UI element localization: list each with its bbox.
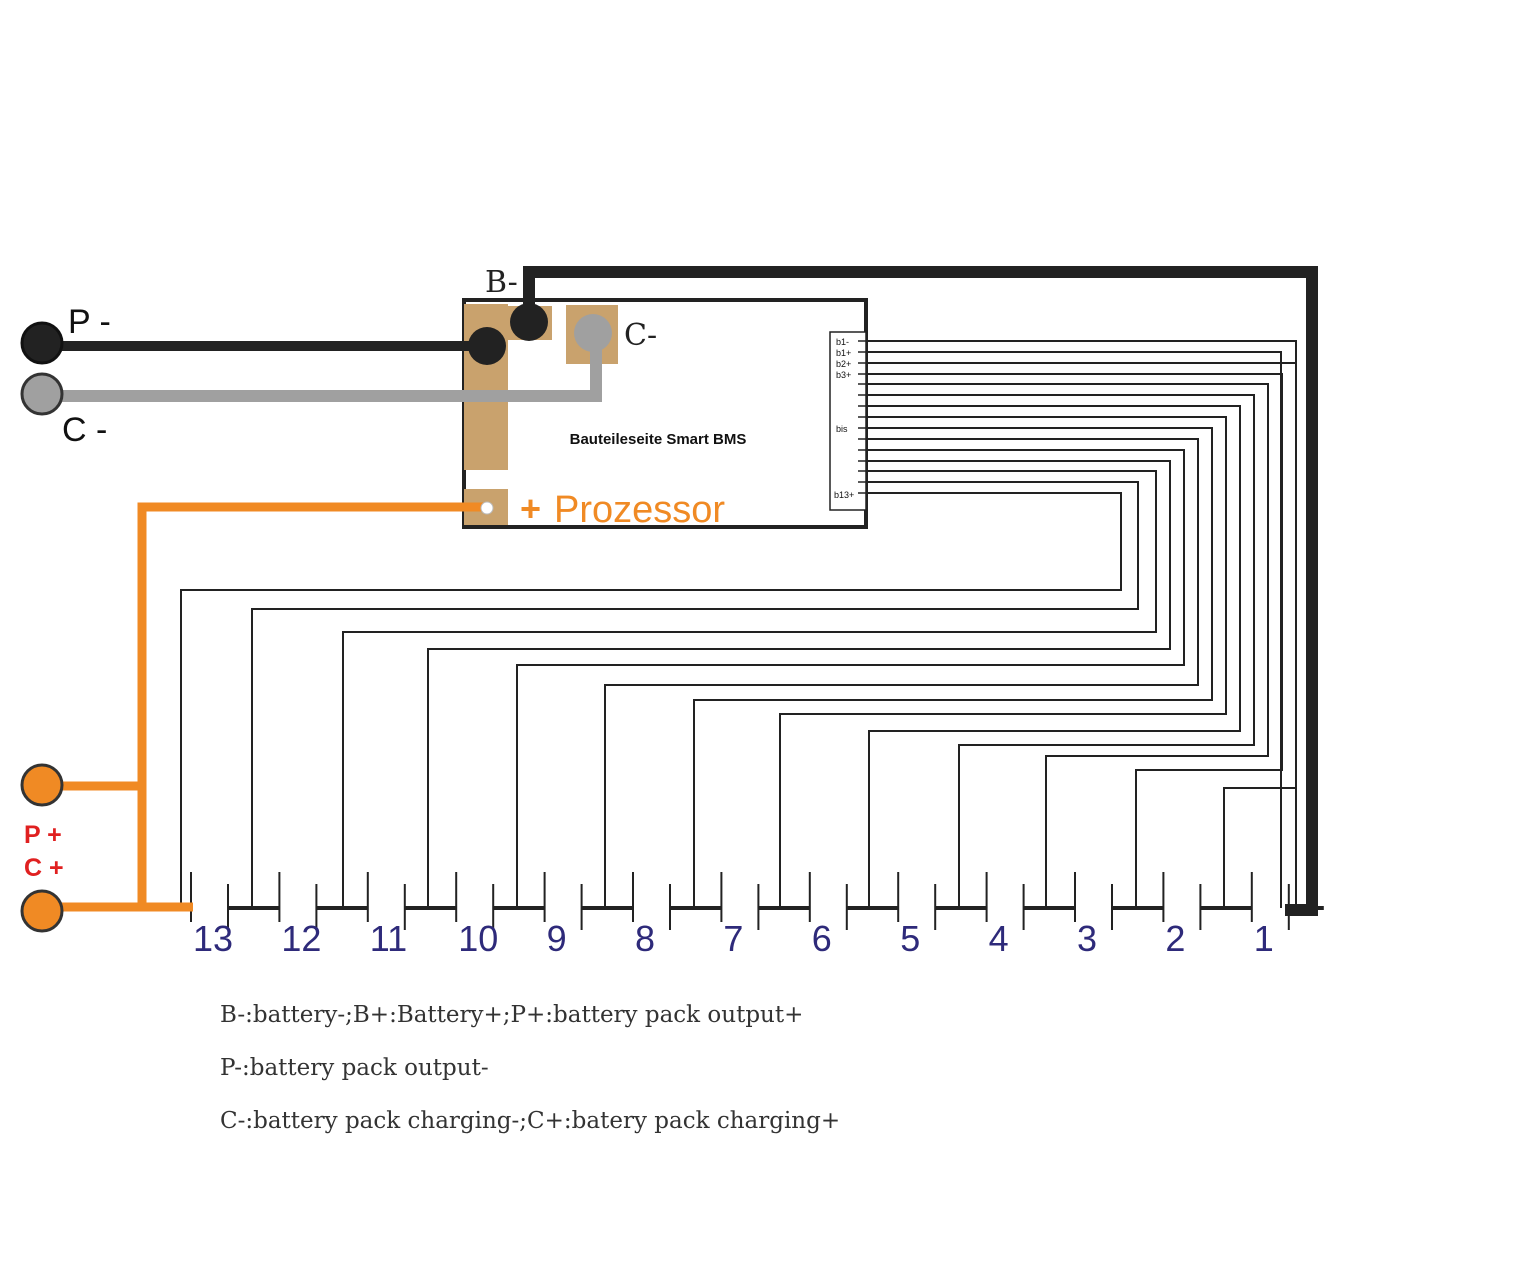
balance-wire	[866, 383, 1269, 908]
cell-number-label: 8	[635, 918, 655, 959]
cell-number-label: 1	[1254, 918, 1274, 959]
b-minus-label: B-	[485, 265, 518, 300]
pin-b13-plus: b13+	[834, 490, 854, 500]
cell-string	[190, 872, 1324, 930]
c-minus-label: C -	[62, 411, 107, 449]
balance-wire	[180, 492, 1122, 908]
cell-number-label: 6	[812, 918, 832, 959]
pin-b2-plus: b2+	[836, 359, 851, 369]
p-plus-terminal	[20, 763, 64, 807]
legend-line-1: B-:battery-;B+:Battery+;P+:battery pack …	[220, 1002, 804, 1028]
c-minus-wire	[42, 336, 602, 402]
board-title: Bauteileseite Smart BMS	[570, 431, 747, 448]
pin-b3-plus: b3+	[836, 370, 851, 380]
c-plus-terminal	[20, 889, 64, 933]
balance-wire	[427, 460, 1171, 908]
legend-line-3: C-:battery pack charging-;C+:batery pack…	[220, 1108, 841, 1134]
balance-wire	[866, 405, 1241, 908]
balance-wires	[180, 340, 1297, 908]
balance-wire	[866, 362, 1297, 908]
pin-ticks	[858, 340, 866, 494]
cell-number-label: 2	[1165, 918, 1185, 959]
balance-wire	[516, 449, 1185, 908]
p-minus-terminal-dot	[468, 327, 506, 365]
cell-number-label: 13	[193, 918, 233, 959]
pin-b1-plus: b1+	[836, 348, 851, 358]
cell-labels: 13 12 11 10 9 8 7 6 5 4 3 2 1	[193, 918, 1274, 959]
cell-number-label: 12	[281, 918, 321, 959]
c-minus-terminal	[20, 372, 64, 416]
cell-number-label: 10	[458, 918, 498, 959]
balance-wire	[693, 427, 1213, 908]
cell-number-label: 9	[547, 918, 567, 959]
cell-number-label: 4	[989, 918, 1009, 959]
balance-connector	[829, 331, 867, 511]
balance-wire	[342, 470, 1157, 908]
c-minus-pad-label: C-	[624, 318, 657, 353]
c-plus-label: C +	[24, 854, 64, 882]
prozessor-label: Prozessor	[554, 489, 725, 531]
cell-number-label: 11	[370, 918, 407, 959]
balance-wire	[604, 438, 1199, 908]
p-plus-c-plus-wiring	[42, 502, 487, 912]
cell-number-label: 7	[723, 918, 743, 959]
balance-wire	[866, 373, 1283, 908]
p-minus-label: P -	[68, 303, 111, 341]
balance-wire	[866, 340, 1297, 908]
prozessor-terminal-dot	[480, 501, 494, 515]
p-plus-label: P +	[24, 821, 62, 849]
pin-b1-minus: b1-	[836, 337, 849, 347]
p-minus-terminal	[20, 321, 64, 365]
legend-line-2: P-:battery pack output-	[220, 1055, 489, 1081]
b-minus-terminal-dot	[510, 303, 548, 341]
balance-wire	[866, 351, 1282, 908]
prozessor-wire	[137, 502, 487, 910]
c-minus-terminal-dot	[574, 314, 612, 352]
balance-wire	[251, 481, 1139, 908]
pin-bis: bis	[836, 424, 848, 434]
balance-wire	[866, 394, 1255, 908]
balance-wire	[779, 416, 1227, 908]
cell-number-label: 3	[1077, 918, 1097, 959]
plus-sign-label: +	[520, 488, 541, 529]
cell-number-label: 5	[900, 918, 920, 959]
